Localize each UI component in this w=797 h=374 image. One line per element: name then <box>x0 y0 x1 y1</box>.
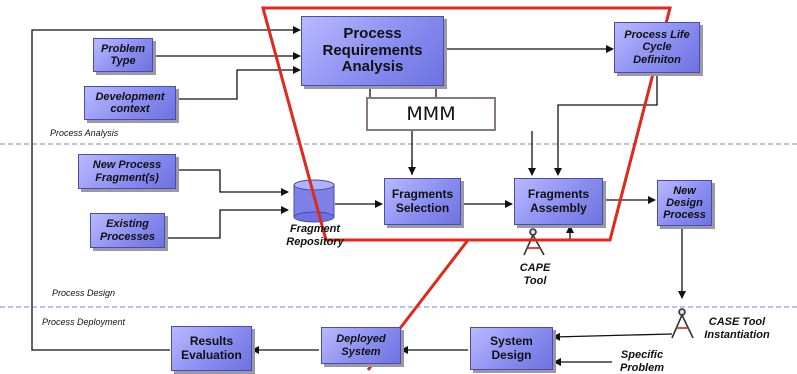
case-tool-label: CASE Tool Instantiation <box>704 316 770 341</box>
repository-cylinder-icon <box>293 179 335 223</box>
arrow-development-context <box>176 66 301 100</box>
problem-type-label: Problem Type <box>100 42 145 67</box>
deployed-system-box: Deployed System <box>321 327 401 364</box>
development-context-label: Development context <box>95 90 165 115</box>
phase-deployment-label: Process Deployment <box>42 317 126 327</box>
mmm-box: MMM <box>366 97 496 131</box>
phase-analysis-label: Process Analysis <box>50 128 119 138</box>
results-evaluation-box: Results Evaluation <box>171 326 252 371</box>
new-process-fragments-label: New Process Fragment(s) <box>92 159 162 184</box>
case-compass-icon <box>671 308 694 339</box>
existing-processes-label: Existing Processes <box>99 218 156 243</box>
existing-processes-box: Existing Processes <box>90 213 165 248</box>
phase-design-label: Process Design <box>52 288 116 298</box>
fragments-selection-label: Fragments Selection <box>391 187 454 215</box>
arrow-feedback-loop <box>31 26 301 351</box>
new-design-process-label: New Design Process <box>663 184 706 222</box>
process-life-cycle-box: Process Life Cycle Definiton <box>614 22 700 73</box>
system-design-box: System Design <box>470 327 553 370</box>
cape-compass-icon <box>523 228 545 256</box>
new-design-process-box: New Design Process <box>657 180 712 226</box>
problem-type-box: Problem Type <box>93 38 153 72</box>
new-process-fragments-box: New Process Fragment(s) <box>78 154 176 189</box>
results-evaluation-label: Results Evaluation <box>181 334 242 362</box>
mmm-label: MMM <box>406 103 456 125</box>
highlight-trapezoid <box>261 6 672 242</box>
fragments-assembly-box: Fragments Assembly <box>514 178 603 225</box>
fragment-repository-label: Fragment Repository <box>286 223 344 248</box>
fragments-assembly-label: Fragments Assembly <box>527 187 590 215</box>
cape-tool-label: CAPE Tool <box>519 262 551 287</box>
arrow-pra-to-assembly <box>435 86 532 175</box>
system-design-label: System Design <box>490 334 533 362</box>
arrow-new-fragments-to-repo <box>176 169 289 196</box>
deployed-system-label: Deployed System <box>336 333 386 358</box>
arrow-cape-to-assembly <box>545 225 574 241</box>
arrow-case-to-systemdesign <box>552 332 673 341</box>
process-requirements-analysis-box: Process Requirements Analysis <box>301 16 444 86</box>
fragments-selection-box: Fragments Selection <box>384 178 461 225</box>
process-life-cycle-label: Process Life Cycle Definiton <box>624 29 690 66</box>
specific-problem-label: Specific Problem <box>619 349 664 374</box>
process-requirements-analysis-label: Process Requirements Analysis <box>322 24 423 76</box>
arrow-lifecycle-to-assembly <box>554 73 658 176</box>
development-context-box: Development context <box>84 86 176 120</box>
arrow-existing-to-repo <box>165 206 289 239</box>
